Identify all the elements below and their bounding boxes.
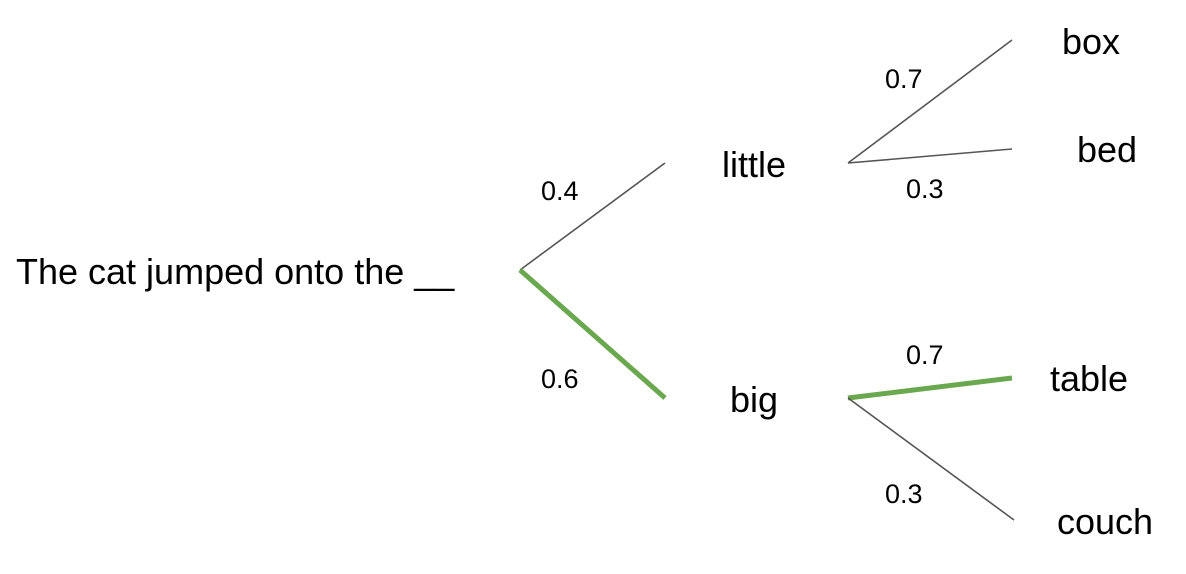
word-bed: bed [1077, 129, 1137, 170]
word-little: little [722, 144, 786, 185]
probability-couch: 0.3 [885, 479, 923, 509]
edge-big-table [847, 375, 1013, 401]
word-couch: couch [1057, 501, 1153, 542]
probability-bed: 0.3 [906, 174, 944, 204]
probability-big: 0.6 [541, 364, 579, 394]
word-big: big [730, 379, 778, 420]
probability-box: 0.7 [885, 64, 923, 94]
edge-little-bed [847, 148, 1013, 164]
edge-root-little [519, 162, 666, 271]
edge-little-box [847, 39, 1013, 164]
probability-table: 0.7 [906, 340, 944, 370]
probability-little: 0.4 [541, 176, 579, 206]
prompt-text: The cat jumped onto the __ [16, 251, 455, 292]
edge-big-couch [847, 397, 1015, 521]
word-table: table [1050, 358, 1128, 399]
word-box: box [1062, 21, 1120, 62]
edge-root-big [518, 268, 667, 400]
